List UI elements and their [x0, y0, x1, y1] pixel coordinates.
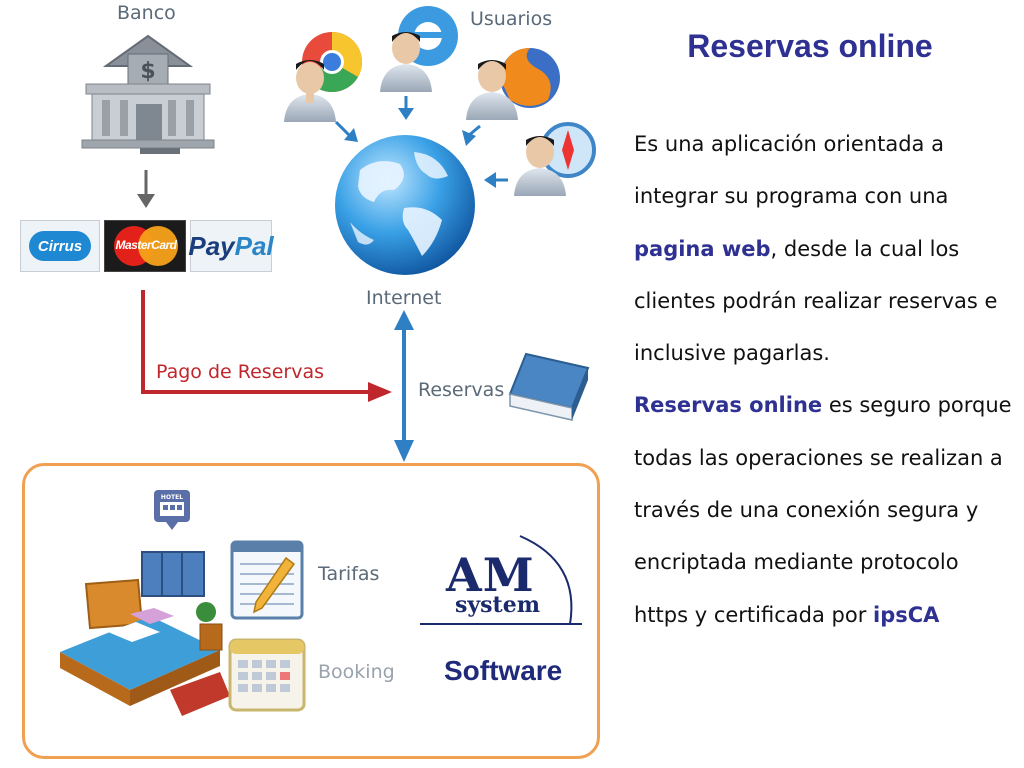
bank-down-arrow — [137, 170, 155, 208]
globe-icon — [335, 135, 475, 275]
users-label: Usuarios — [470, 8, 553, 30]
hotel-sign-icon: HOTEL — [154, 490, 190, 530]
tarifas-label: Tarifas — [318, 563, 380, 585]
user-safari-icon — [514, 122, 596, 196]
paypal-card: PayPal — [188, 220, 274, 272]
booking-calendar-icon — [228, 638, 306, 712]
connection-arrows — [141, 290, 414, 462]
users-arrows — [334, 96, 508, 188]
mastercard-logo: MasterCard — [112, 226, 178, 266]
payment-label: Pago de Reservas — [156, 361, 324, 383]
tarifas-notepad-icon — [230, 540, 304, 620]
paragraph-2: Reservas online es seguro porque todas l… — [634, 393, 1012, 627]
internet-label: Internet — [366, 287, 442, 309]
paypal-logo: PayPal — [188, 230, 274, 261]
book-icon — [508, 352, 590, 421]
bedroom-icon — [60, 551, 230, 716]
hotel-sign-text: HOTEL — [161, 494, 183, 501]
bank-label: Banco — [117, 2, 176, 24]
user-chrome-icon — [284, 31, 363, 122]
cirrus-logo: Cirrus — [29, 231, 91, 261]
cirrus-card: Cirrus — [20, 220, 100, 272]
mastercard-card: MasterCard — [104, 220, 186, 272]
users-group-icon — [284, 6, 596, 196]
reservations-label: Reservas — [418, 379, 505, 401]
bank-icon: $ — [81, 34, 215, 154]
am-logo-text: AM — [446, 548, 535, 602]
user-ie-icon — [380, 6, 458, 92]
am-logo-swoosh — [420, 535, 582, 625]
reservations-arrow — [394, 310, 414, 462]
payment-arrow — [141, 290, 392, 402]
paragraph-1: Es una aplicación orientada a integrar s… — [634, 132, 998, 366]
pagina-web-link: pagina web — [634, 236, 771, 261]
reservas-online-strong: Reservas online — [634, 393, 823, 418]
ipsca-link: ipsCA — [873, 602, 940, 627]
booking-label: Booking — [318, 661, 395, 683]
slide-title: Reservas online — [687, 28, 933, 64]
svg-text:$: $ — [140, 59, 155, 84]
software-box — [22, 463, 600, 759]
slide-description: Es una aplicación orientada a integrar s… — [634, 118, 1014, 641]
software-label: Software — [444, 655, 563, 686]
user-firefox-icon — [466, 48, 560, 120]
am-system-text: system — [455, 592, 540, 618]
